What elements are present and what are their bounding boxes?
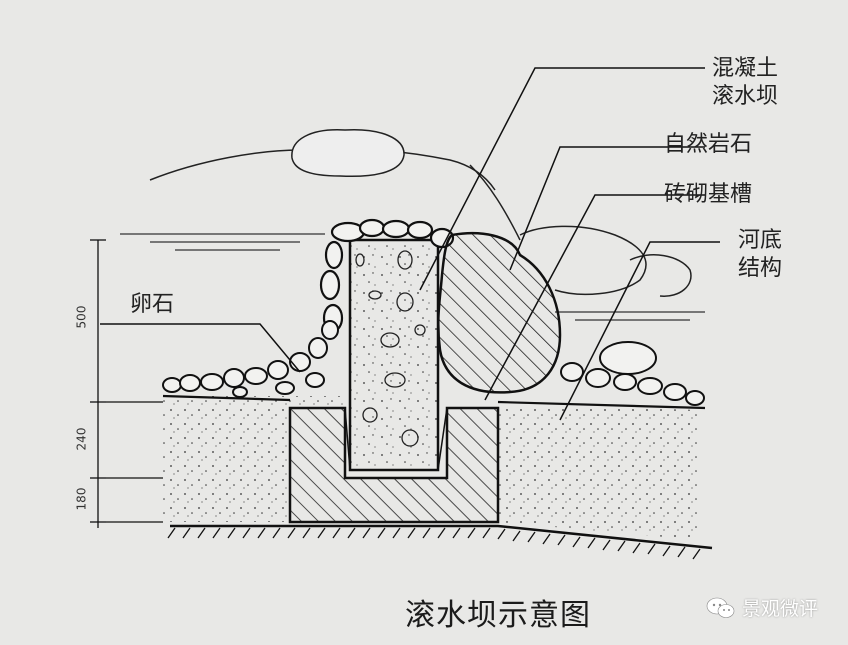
label-natural-rock: 自然岩石 [664, 132, 753, 157]
dam-aggregate [355, 250, 426, 447]
leader-lines [100, 67, 720, 421]
downstream-soil [498, 405, 700, 540]
label-brick-trench: 砖砌基槽 [664, 182, 753, 207]
diagram-caption: 滚水坝示意图 [405, 598, 591, 633]
background-rocks [149, 129, 692, 297]
trench-inner-line [344, 407, 448, 471]
bedrock-line [170, 524, 713, 550]
dimension-240: 240 [74, 427, 89, 451]
label-pebble: 卵石 [130, 292, 175, 317]
water-surface [120, 233, 705, 321]
ground-hatch [167, 527, 701, 560]
dimension-180: 180 [74, 487, 89, 511]
label-concrete-dam-2: 滚水坝 [712, 84, 779, 109]
watermark: 景观微评 [706, 594, 818, 621]
label-riverbed-2: 结构 [738, 256, 783, 281]
label-riverbed-1: 河底 [738, 228, 783, 253]
upstream-pebbles [162, 320, 339, 398]
watermark-text: 景观微评 [742, 598, 819, 620]
wechat-icon [706, 597, 735, 618]
label-concrete-dam-1: 混凝土 [712, 56, 779, 81]
dimension-line [90, 239, 163, 528]
concrete-dam [348, 238, 440, 472]
riverbed-line [162, 394, 706, 410]
dimension-500: 500 [74, 305, 89, 329]
natural-rock [437, 231, 562, 394]
upstream-soil [163, 396, 345, 522]
downstream-pebbles [560, 341, 705, 406]
